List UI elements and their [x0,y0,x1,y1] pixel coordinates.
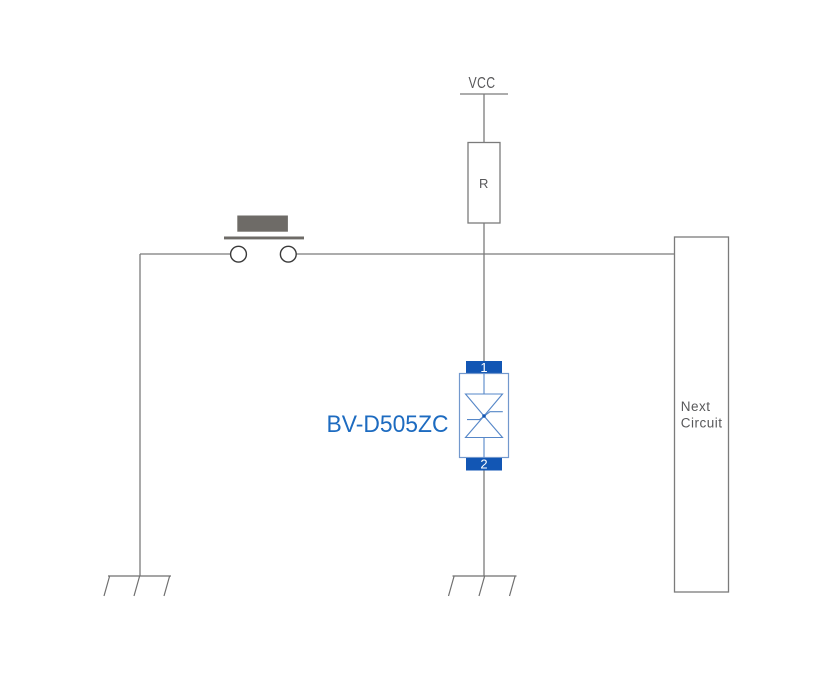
switch-contact-right [279,245,297,263]
device-pin1-pad [466,361,502,374]
ground-left-hatch-1 [103,576,111,597]
ground-left-hatch-2 [133,576,141,597]
device-symbol-junction-dot [482,414,486,418]
resistor-label: R [479,176,489,191]
next-circuit-label-line2: Circuit [681,415,723,430]
button-base-bar [224,236,304,240]
vcc-label: VCC [469,75,496,92]
switch-contact-left [229,245,248,263]
push-button-switch [224,215,304,263]
ground-center-hatch-2 [478,576,486,597]
next-circuit-box [673,236,730,593]
button-cap [237,215,288,232]
device-pin2-label: 2 [480,457,487,472]
tvs-protection-device: 1 2 [458,360,510,472]
ground-left [103,575,171,597]
device-symbol-triangle-top [464,393,504,417]
ground-center [447,575,517,597]
resistor-body [467,141,501,224]
next-circuit-label-line1: Next [681,399,711,414]
device-pin2-pad [466,458,502,471]
ground-center-hatch-3 [508,576,516,597]
device-pin1-label: 1 [480,360,487,375]
ground-center-hatch-1 [447,576,455,597]
device-part-number: BV-D505ZC [327,411,449,438]
ground-left-hatch-3 [163,576,171,597]
